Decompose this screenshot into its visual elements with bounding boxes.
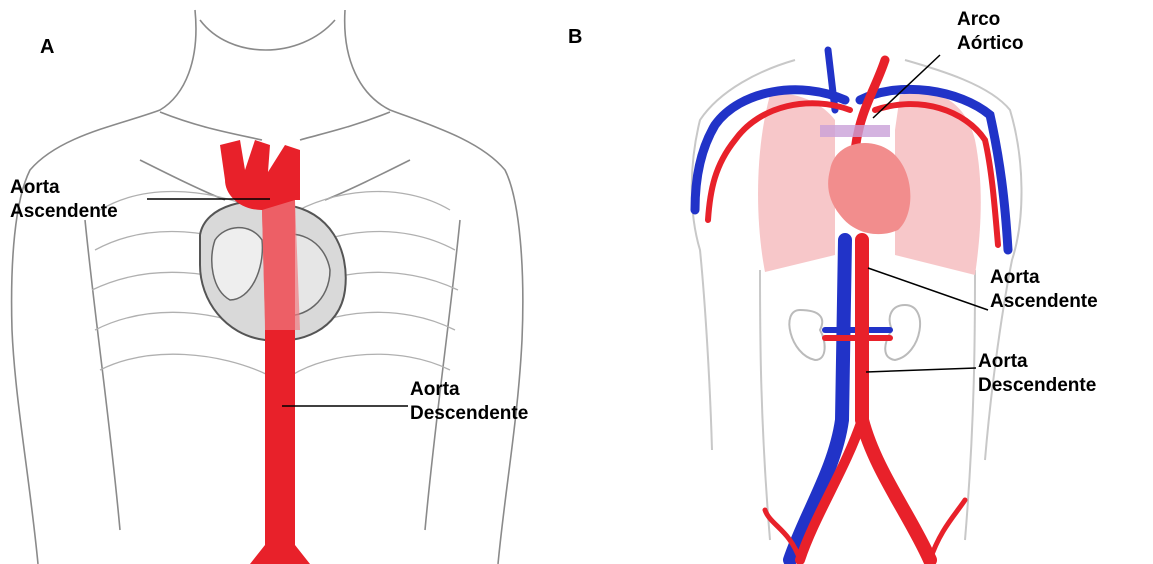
label-line: Ascendente <box>10 200 118 224</box>
label-arco-aortico-b: Arco Aórtico <box>957 8 1024 56</box>
label-line: Aorta <box>10 176 118 200</box>
label-line: Arco <box>957 8 1024 32</box>
leader-ascending-b <box>868 268 988 310</box>
label-line: Aorta <box>410 378 528 402</box>
leader-descending-b <box>866 368 976 372</box>
label-aorta-ascending-b: Aorta Ascendente <box>990 266 1098 314</box>
label-line: Aorta <box>990 266 1098 290</box>
left-lung <box>758 94 835 272</box>
panel-a-letter: A <box>40 36 54 59</box>
label-aorta-descending-a: Aorta Descendente <box>410 378 528 426</box>
panel-b-letter: B <box>568 26 582 49</box>
panel-a-illustration <box>0 0 580 564</box>
label-line: Aórtico <box>957 32 1024 56</box>
label-line: Aorta <box>978 350 1096 374</box>
label-line: Ascendente <box>990 290 1098 314</box>
left-kidney <box>789 310 824 360</box>
label-aorta-descending-b: Aorta Descendente <box>978 350 1096 398</box>
label-aorta-ascending-a: Aorta Ascendente <box>10 176 118 224</box>
label-line: Descendente <box>410 402 528 426</box>
label-line: Descendente <box>978 374 1096 398</box>
aortic-arch-marker <box>820 125 890 137</box>
